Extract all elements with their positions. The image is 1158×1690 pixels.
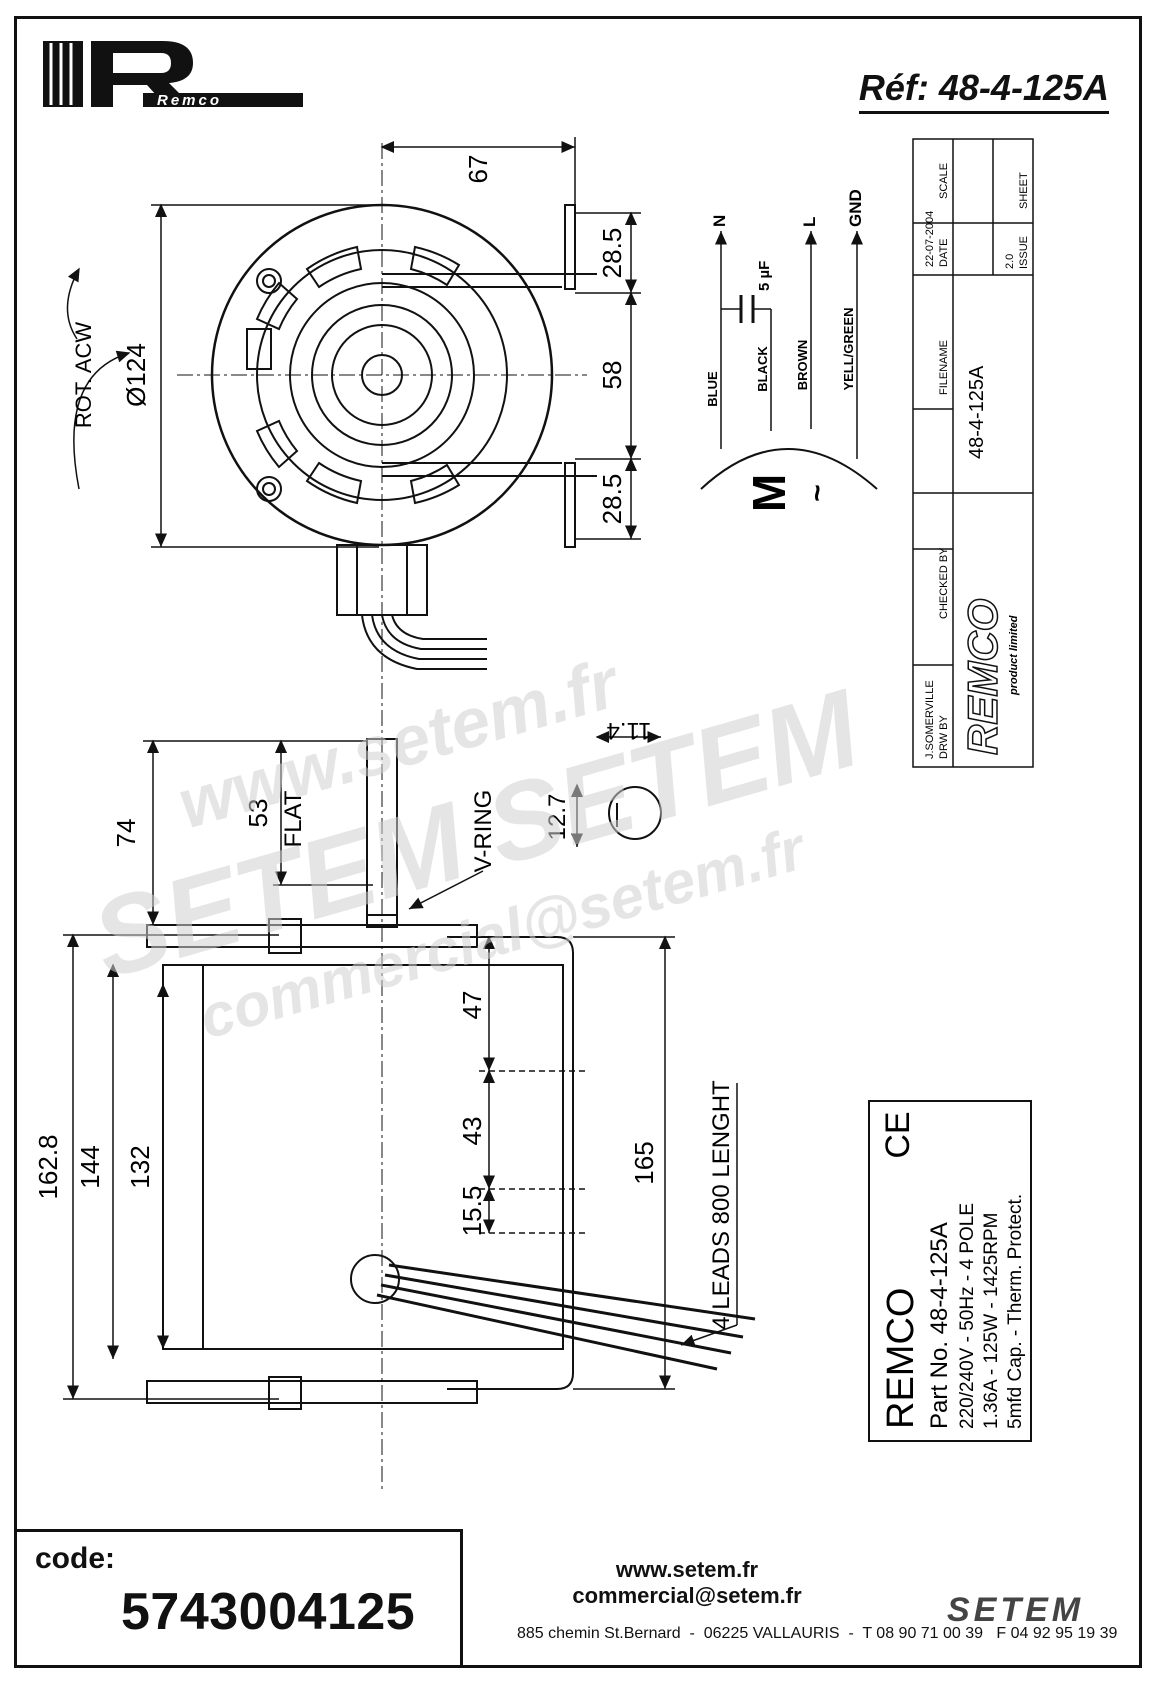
reference-number: Réf: 48-4-125A bbox=[858, 67, 1109, 114]
flat-label: FLAT bbox=[280, 790, 307, 847]
logo-text: Remco bbox=[157, 92, 222, 109]
leads-label: 4 LEADS 800 LENGHT bbox=[708, 1080, 735, 1330]
dim-width-top: 67 bbox=[463, 155, 493, 184]
title-block-logo: REMCO bbox=[959, 599, 1006, 755]
label-drawn: DRW BY bbox=[938, 715, 950, 759]
dim-shaft-width: 11.4 bbox=[607, 717, 652, 744]
code-box: code: 5743004125 bbox=[17, 1529, 463, 1665]
nameplate-brand: REMCO bbox=[880, 1288, 922, 1429]
terminal-n: N bbox=[710, 215, 729, 227]
front-dimensions bbox=[66, 137, 641, 548]
nameplate-part-no: Part No. 48-4-125A bbox=[926, 1222, 953, 1429]
footer-email[interactable]: commercial@setem.fr bbox=[572, 1583, 802, 1608]
dim-bracket-2: 43 bbox=[457, 1117, 487, 1146]
issue-value: 2.0 bbox=[1004, 254, 1016, 269]
vring-label: V-RING bbox=[470, 790, 497, 873]
dim-tab-upper: 28.5 bbox=[597, 228, 627, 279]
motor-symbol: M bbox=[743, 474, 795, 512]
capacitor-label: 5 µF bbox=[756, 261, 773, 291]
nameplate-line1: 220/240V - 50Hz - 4 POLE bbox=[957, 1203, 978, 1429]
dim-shaft-length: 74 bbox=[111, 819, 141, 848]
drawing-sheet: Remco Réf: 48-4-125A bbox=[14, 16, 1142, 1668]
dim-body-length-1: 144 bbox=[75, 1145, 105, 1188]
dim-flat-length: 53 bbox=[243, 799, 273, 828]
dim-tab-lower: 28.5 bbox=[597, 474, 627, 525]
code-value: 5743004125 bbox=[121, 1583, 416, 1641]
ce-mark: CE bbox=[879, 1111, 917, 1158]
dim-body-length-2: 132 bbox=[125, 1145, 155, 1188]
drawn-value: J.SOMERVILLE bbox=[924, 680, 936, 759]
wire-blue: BLUE bbox=[705, 371, 720, 407]
setem-logo: SETEM bbox=[947, 1591, 1085, 1629]
footer-website[interactable]: www.setem.fr bbox=[615, 1557, 759, 1582]
date-value: 22-07-2004 bbox=[924, 211, 936, 267]
label-date: DATE bbox=[938, 238, 950, 267]
title-block-labels: SCALE SHEET DATE 22-07-2004 ISSUE 2.0 FI… bbox=[924, 163, 1030, 759]
wire-brown: BROWN bbox=[795, 340, 810, 391]
label-issue: ISSUE bbox=[1018, 236, 1030, 269]
label-scale: SCALE bbox=[938, 163, 950, 199]
side-view bbox=[146, 738, 756, 1410]
filename-value: 48-4-125A bbox=[966, 365, 988, 459]
terminal-l: L bbox=[800, 217, 819, 227]
watermark: www.setem.fr SETEM SETEM commercial@sete… bbox=[80, 643, 874, 1052]
nameplate-line2: 1.36A - 125W - 1425RPM bbox=[981, 1213, 1002, 1430]
dim-bracket-3: 15.5 bbox=[457, 1186, 487, 1237]
front-view bbox=[210, 203, 597, 670]
wire-yell-green: YELL/GREEN bbox=[841, 307, 856, 390]
terminal-gnd: GND bbox=[846, 189, 865, 227]
wiring-diagram bbox=[700, 231, 878, 490]
side-dimensions bbox=[63, 731, 738, 1400]
label-filename: FILENAME bbox=[938, 340, 950, 395]
dim-bracket-span: 165 bbox=[629, 1141, 659, 1184]
dim-tab-spacing: 58 bbox=[597, 361, 627, 390]
nameplate-line3: 5mfd Cap. - Therm. Protect. bbox=[1005, 1194, 1026, 1429]
rotation-label: ROT. ACW bbox=[71, 322, 96, 429]
title-block-tagline: product limited bbox=[1008, 615, 1020, 696]
technical-drawing: 67 Ø124 ROT. ACW 28.5 58 28.5 N L GND 5 … bbox=[33, 137, 1034, 1489]
wire-black: BLACK bbox=[755, 346, 770, 392]
code-label: code: bbox=[35, 1542, 116, 1575]
center-lines bbox=[177, 143, 587, 1489]
dim-bracket-1: 47 bbox=[457, 991, 487, 1020]
nameplate-frame bbox=[868, 1100, 1032, 1442]
title-block-frame bbox=[912, 138, 1034, 768]
dim-diameter: Ø124 bbox=[121, 343, 151, 407]
dim-shaft-flat-height: 12.7 bbox=[544, 794, 571, 841]
remco-logo: Remco bbox=[43, 41, 303, 109]
label-sheet: SHEET bbox=[1018, 172, 1030, 209]
dim-overall-length: 162.8 bbox=[33, 1134, 63, 1199]
ac-symbol: ~ bbox=[801, 484, 834, 502]
footer-address: 885 chemin St.Bernard - 06225 VALLAURIS … bbox=[517, 1625, 1118, 1642]
label-checked: CHECKED BY bbox=[938, 547, 950, 619]
logo-r-mark bbox=[91, 41, 193, 107]
